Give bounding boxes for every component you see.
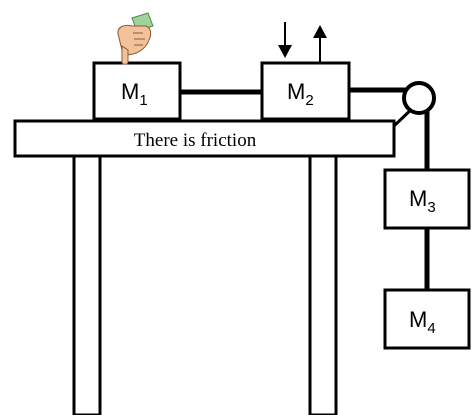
friction-caption: There is friction (134, 130, 257, 151)
svg-text:M1: M1 (121, 79, 148, 109)
pulley-icon (402, 81, 436, 115)
mass-m2: M2 (260, 61, 351, 121)
svg-text:M3: M3 (409, 186, 436, 216)
arrow-up-icon (313, 25, 327, 62)
table-leg-left (72, 154, 102, 415)
table-leg-right (308, 154, 338, 415)
mass-m4: M4 (383, 288, 471, 350)
table-top (13, 119, 396, 158)
mass-m3: M3 (383, 168, 471, 230)
svg-text:M4: M4 (409, 307, 436, 337)
arrow-down-icon (278, 22, 292, 58)
svg-text:M2: M2 (287, 79, 314, 109)
mass-m1: M1 (92, 61, 182, 121)
pointing-hand-icon (117, 12, 154, 65)
